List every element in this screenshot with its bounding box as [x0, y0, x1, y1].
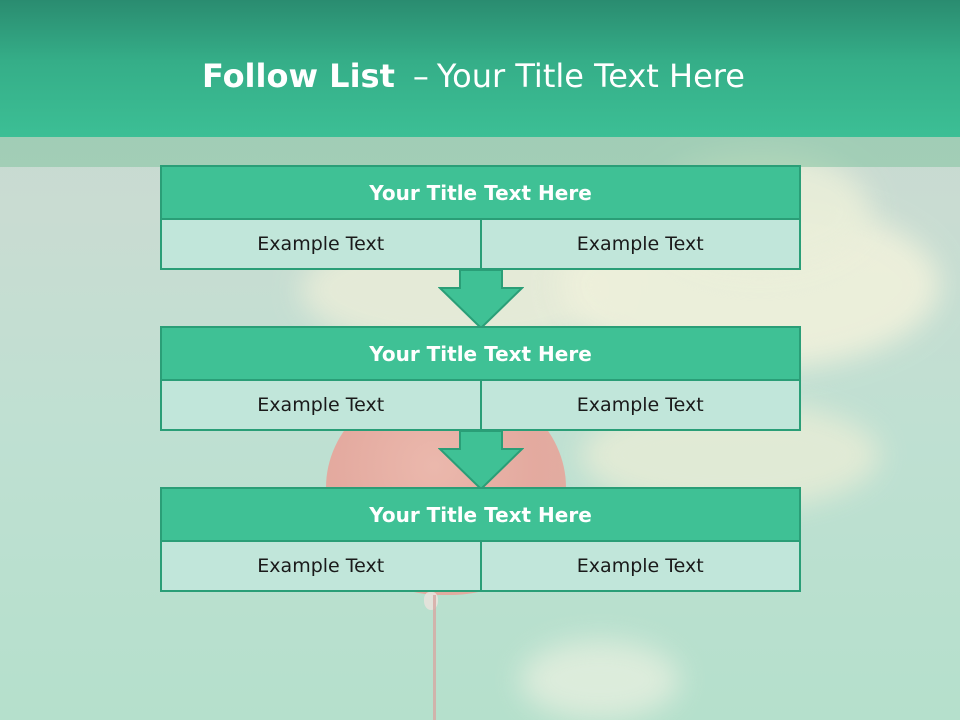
- step-title: Your Title Text Here: [160, 326, 801, 381]
- step-row: Example Text Example Text: [160, 542, 801, 592]
- header-bar: [0, 0, 960, 137]
- title-bold: Follow List: [202, 57, 395, 95]
- slide-title: Follow List–Your Title Text Here: [202, 54, 745, 98]
- step-box-3: Your Title Text Here Example Text Exampl…: [160, 487, 801, 592]
- step-cell-right: Example Text: [481, 542, 801, 592]
- step-cell-right: Example Text: [481, 220, 801, 270]
- cloud-shape: [520, 640, 680, 720]
- step-cell-right: Example Text: [481, 381, 801, 431]
- header-band: [0, 137, 960, 167]
- step-cell-left: Example Text: [160, 381, 482, 431]
- title-separator: –: [412, 57, 429, 95]
- step-row: Example Text Example Text: [160, 220, 801, 270]
- arrow-down-icon: [438, 270, 524, 330]
- step-title: Your Title Text Here: [160, 165, 801, 220]
- balloon-string: [433, 595, 436, 720]
- step-cell-left: Example Text: [160, 220, 482, 270]
- step-box-1: Your Title Text Here Example Text Exampl…: [160, 165, 801, 270]
- step-title: Your Title Text Here: [160, 487, 801, 542]
- step-box-2: Your Title Text Here Example Text Exampl…: [160, 326, 801, 431]
- step-cell-left: Example Text: [160, 542, 482, 592]
- title-rest: Your Title Text Here: [436, 57, 745, 95]
- step-row: Example Text Example Text: [160, 381, 801, 431]
- arrow-down-icon: [438, 431, 524, 491]
